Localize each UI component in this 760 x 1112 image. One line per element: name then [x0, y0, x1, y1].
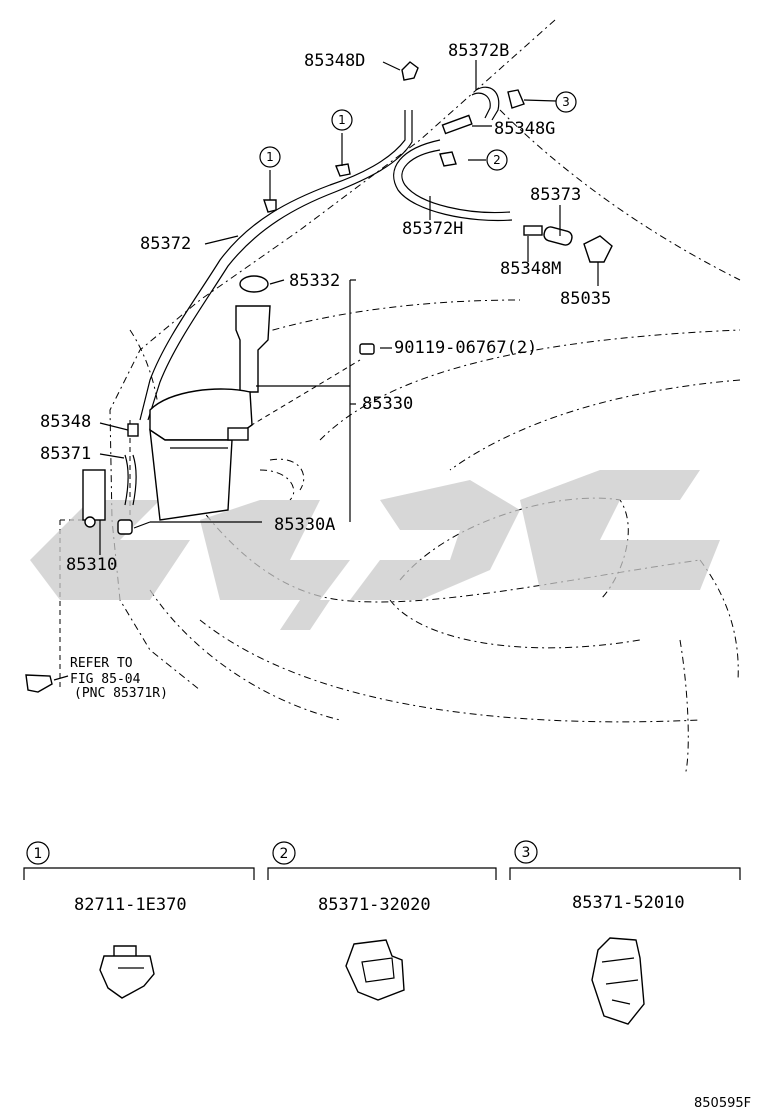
hose-lower	[124, 454, 137, 506]
svg-text:3: 3	[522, 845, 531, 861]
clip-part-2	[439, 151, 457, 167]
figure-id: 850595F	[694, 1096, 751, 1111]
clip-part-1b	[335, 163, 351, 177]
gasket-85332	[239, 275, 269, 293]
svg-text:85371-32020: 85371-32020	[318, 895, 431, 915]
hose-85372	[139, 110, 413, 421]
clip-2-drawing	[345, 939, 405, 1001]
label-90119: 90119-06767(2)	[394, 338, 537, 358]
svg-text:82711-1E370: 82711-1E370	[74, 895, 187, 915]
label-85372H: 85372H	[402, 219, 463, 239]
label-85348G: 85348G	[494, 119, 555, 139]
svg-text:FIG 85-04: FIG 85-04	[70, 672, 141, 687]
joint-85348G	[441, 114, 473, 135]
label-85348: 85348	[40, 412, 91, 432]
svg-text:85371-52010: 85371-52010	[572, 893, 685, 913]
joint-85348M	[523, 225, 543, 236]
label-85310: 85310	[66, 555, 117, 575]
refer-note: REFER TO FIG 85-04 (PNC 85371R)	[70, 656, 168, 701]
label-85035: 85035	[560, 289, 611, 309]
watermark	[30, 470, 720, 630]
label-85348D: 85348D	[304, 51, 365, 71]
label-85373: 85373	[530, 185, 581, 205]
leader-lines	[53, 60, 599, 681]
svg-text:REFER TO: REFER TO	[70, 656, 133, 671]
clip-part-1a	[263, 199, 277, 213]
callout-3: 3	[555, 91, 577, 113]
svg-text:1: 1	[266, 150, 274, 164]
nozzle-85035	[583, 235, 613, 263]
clip-part-3	[507, 89, 525, 109]
svg-text:1: 1	[338, 113, 346, 127]
label-85332: 85332	[289, 271, 340, 291]
clip-1-drawing	[99, 945, 155, 999]
callout-1a: 1	[259, 146, 281, 168]
refer-hose	[25, 674, 53, 693]
bolt-90119	[359, 343, 375, 355]
label-85372B: 85372B	[448, 41, 509, 61]
hose-85372B	[471, 86, 500, 121]
hose-85373	[543, 226, 573, 246]
washer-tank-85330	[149, 305, 271, 521]
label-85330: 85330	[362, 394, 413, 414]
detail-3: 3 85371-52010	[509, 840, 741, 1025]
callout-1b: 1	[331, 109, 353, 131]
svg-text:3: 3	[562, 95, 570, 109]
detail-1: 1 82711-1E370	[23, 841, 255, 999]
svg-text:(PNC 85371R): (PNC 85371R)	[74, 686, 168, 701]
pump-85310	[82, 423, 139, 535]
label-85348M: 85348M	[500, 259, 561, 279]
svg-text:2: 2	[280, 846, 289, 862]
label-85371: 85371	[40, 444, 91, 464]
hose-85372H	[393, 139, 513, 222]
label-85372: 85372	[140, 234, 191, 254]
detail-2: 2 85371-32020	[267, 841, 497, 1001]
callout-2: 2	[486, 149, 508, 171]
clip-3-drawing	[591, 937, 645, 1025]
svg-text:2: 2	[493, 153, 501, 167]
svg-text:1: 1	[34, 846, 43, 862]
joint-85348D	[401, 61, 419, 81]
label-85330A: 85330A	[274, 515, 335, 535]
